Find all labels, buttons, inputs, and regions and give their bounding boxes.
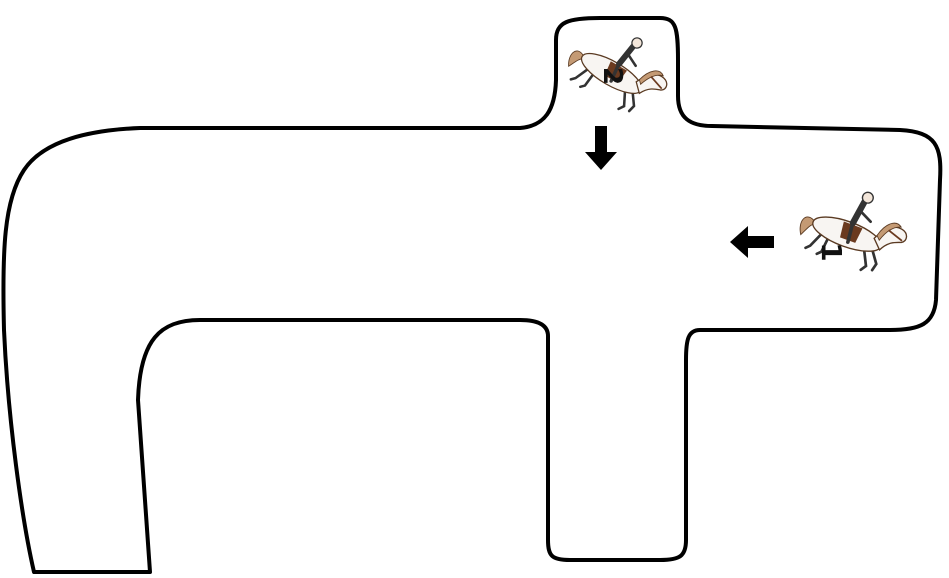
rider-number-2: 2 xyxy=(597,67,627,85)
arena-outline xyxy=(3,18,940,572)
rider-number-1: 1 xyxy=(815,242,848,261)
